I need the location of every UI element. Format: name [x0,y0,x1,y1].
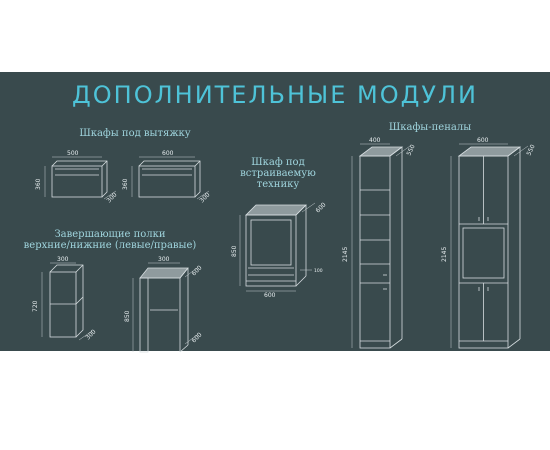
pencil-cabinet-600: 600 2145 550 [441,137,537,349]
dim-shelf2-depth-top: 600 [190,264,203,277]
dim-pencil2-width: 600 [477,137,489,144]
dim-pencil1-height: 2145 [342,247,349,262]
dim-shelf1-depth: 300 [84,328,97,341]
caption-hood-cabinets: Шкафы под вытяжку [79,128,191,139]
hood-cabinet-600: 600 360 300 [122,150,212,204]
hood-cabinet-500: 500 360 300 [35,150,119,204]
appliance-cabinet: 600 850 600 100 [231,201,328,299]
dim-pencil1-width: 400 [369,137,381,144]
dim-shelf2-width: 300 [158,256,170,263]
caption-appliance-line2: встраиваемую [240,168,316,179]
dim-appliance-width: 600 [264,292,276,299]
caption-end-shelves: Завершающие полки верхние/нижние (левые/… [15,229,205,251]
dim-hood1-height: 360 [35,178,42,190]
caption-appliance-line1: Шкаф под [251,157,305,168]
dim-shelf1-height: 720 [32,300,39,312]
caption-pencil-cabinets: Шкафы-пеналы [388,122,472,133]
caption-appliance-line3: технику [256,179,300,190]
caption-appliance-cabinet: Шкаф под встраиваемую технику [228,157,328,190]
dim-pencil1-depth: 550 [405,143,416,157]
dim-pencil2-height: 2145 [441,247,448,262]
dim-hood2-depth: 300 [198,191,211,204]
dim-hood1-depth: 300 [105,191,118,204]
page-title: ДОПОЛНИТЕЛЬНЫЕ МОДУЛИ [72,81,478,109]
dim-appliance-plinth: 100 [314,268,323,274]
dim-hood2-height: 360 [122,178,129,190]
dim-appliance-height: 850 [231,245,238,257]
caption-end-shelves-line1: Завершающие полки [54,229,166,240]
dim-appliance-depth: 600 [314,201,327,214]
dim-shelf2-height: 850 [124,310,131,322]
caption-end-shelves-line2: верхние/нижние (левые/правые) [23,240,197,251]
end-shelf-lower: 300 850 600 600 [124,256,204,353]
dim-shelf1-width: 300 [57,256,69,263]
dim-hood2-width: 600 [162,150,174,157]
end-shelf-upper: 300 720 300 [32,256,98,341]
dim-hood1-width: 500 [67,150,79,157]
pencil-cabinet-400: 400 2145 550 [342,137,417,349]
dim-pencil2-depth: 550 [525,143,536,157]
dim-shelf2-depth-bottom: 600 [190,331,203,344]
